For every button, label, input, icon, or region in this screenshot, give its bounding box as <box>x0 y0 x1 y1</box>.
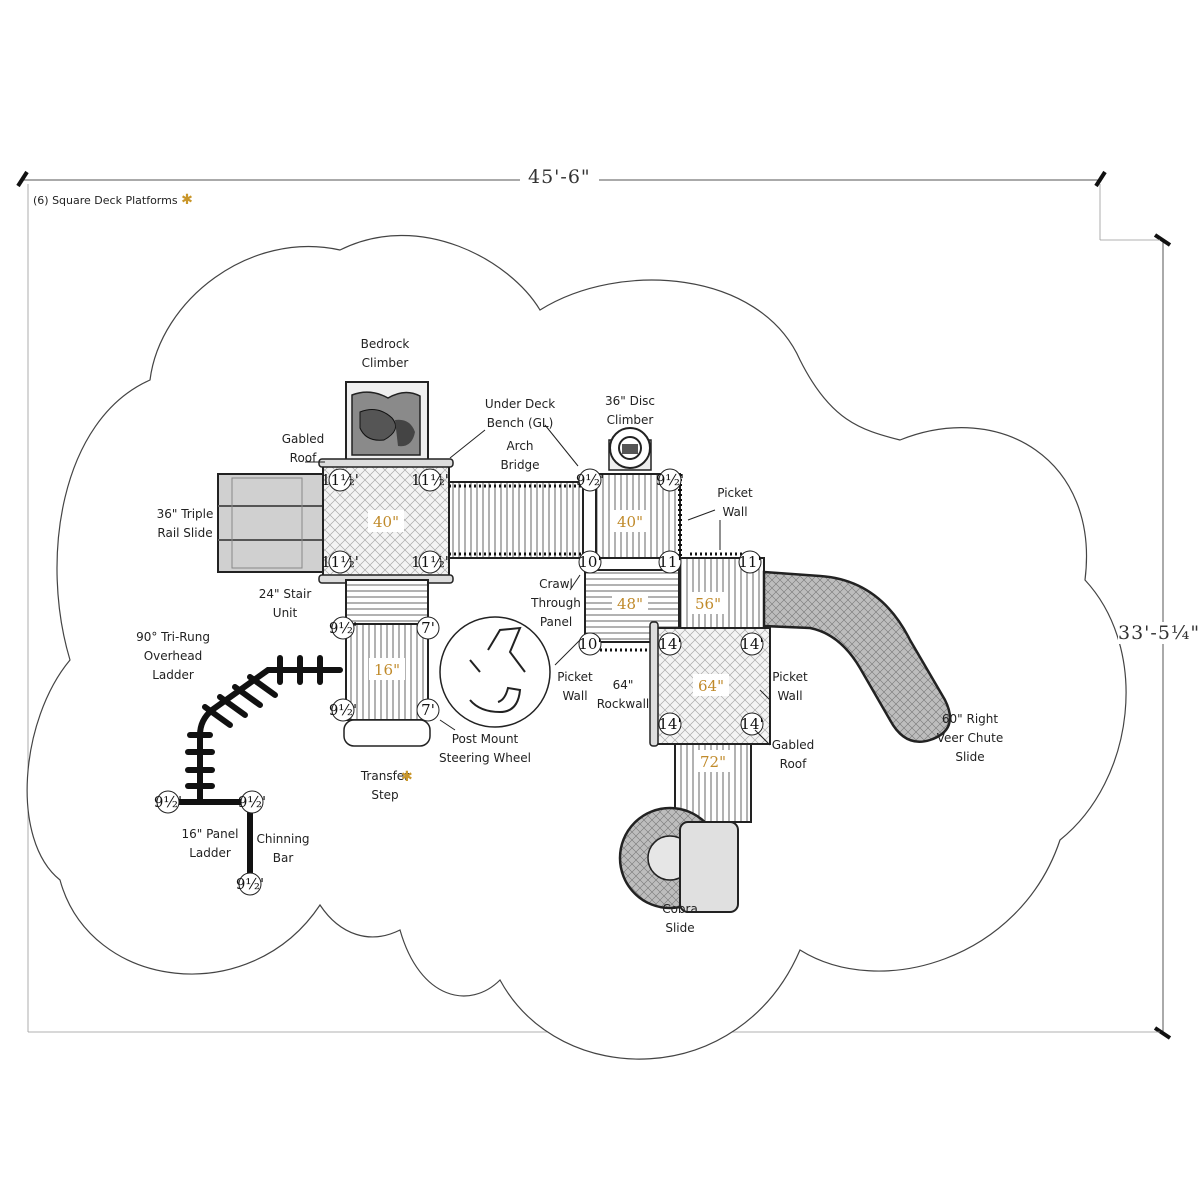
svg-text:10': 10' <box>578 635 601 653</box>
post-marker: 10' <box>578 632 602 656</box>
label-picket-wall-top: Picket Wall <box>717 486 753 519</box>
platform-label-64: 64" <box>698 677 724 695</box>
triple-rail-slide <box>217 473 325 573</box>
platform-label-48: 48" <box>617 595 643 613</box>
label-crawl-through-panel: Crawl Through Panel <box>531 577 581 629</box>
label-picket-wall-right: Picket Wall <box>772 670 808 703</box>
svg-text:9½': 9½' <box>656 471 684 489</box>
label-cobra-slide: Cobra Slide <box>662 902 698 935</box>
label-rockwall: 64" Rockwall <box>596 678 650 711</box>
bedrock-climber <box>345 381 429 463</box>
label-under-deck-bench: Under Deck Bench (GL) <box>484 397 556 430</box>
post-marker: 9½' <box>329 698 357 722</box>
post-marker: 9½' <box>154 790 182 814</box>
label-panel-ladder: 16" Panel Ladder <box>181 827 239 860</box>
star-icon: ✱ <box>401 769 413 785</box>
tri-rung-overhead-ladder <box>185 655 343 803</box>
post-marker: 9½' <box>236 872 264 896</box>
star-icon: ✱ <box>181 192 193 208</box>
platform-label-72: 72" <box>700 753 726 771</box>
veer-chute-slide <box>762 570 952 743</box>
svg-text:7': 7' <box>421 619 435 637</box>
svg-text:10': 10' <box>578 553 601 571</box>
post-marker: 7' <box>416 698 440 722</box>
svg-text:11½': 11½' <box>321 553 359 571</box>
post-marker: 14' <box>740 632 764 656</box>
svg-text:11½': 11½' <box>411 471 449 489</box>
post-marker: 11½' <box>411 550 449 574</box>
svg-text:14': 14' <box>740 715 763 733</box>
safety-zone-outline <box>26 234 1127 1060</box>
post-marker: 7' <box>416 616 440 640</box>
height-dimension: 33'-5¼" <box>1118 622 1200 644</box>
wheelchair-icon <box>439 616 551 728</box>
label-arch-bridge: Arch Bridge <box>500 439 540 472</box>
post-marker: 14' <box>740 712 764 736</box>
svg-text:9½': 9½' <box>576 471 604 489</box>
label-gabled-roof-left: Gabled Roof <box>281 432 325 465</box>
post-marker: 9½' <box>656 468 684 492</box>
label-overhead-ladder: 90° Tri-Rung Overhead Ladder <box>136 630 210 682</box>
svg-text:11½': 11½' <box>321 471 359 489</box>
cobra-slide <box>618 806 739 913</box>
post-marker: 9½' <box>329 616 357 640</box>
svg-text:11½': 11½' <box>411 553 449 571</box>
disc-climber <box>608 427 652 471</box>
label-gabled-roof-right: Gabled Roof <box>771 738 815 771</box>
label-steering-wheel: Post Mount Steering Wheel <box>439 732 531 765</box>
svg-text:14': 14' <box>658 715 681 733</box>
platform-label-40-right: 40" <box>617 513 643 531</box>
svg-text:7': 7' <box>421 701 435 719</box>
post-marker: 11' <box>658 550 682 574</box>
post-marker: 14' <box>658 632 682 656</box>
platform-16 <box>343 623 431 747</box>
post-marker: 10' <box>578 550 602 574</box>
svg-text:9½': 9½' <box>236 875 264 893</box>
post-marker: 14' <box>658 712 682 736</box>
post-marker: 11½' <box>321 468 359 492</box>
label-chinning-bar: Chinning Bar <box>256 832 310 865</box>
platform-label-16: 16" <box>374 661 400 679</box>
transfer-step-text: Transfer Step <box>360 769 410 802</box>
svg-text:14': 14' <box>658 635 681 653</box>
arch-bridge <box>448 481 584 559</box>
label-bedrock-climber: Bedrock Climber <box>360 337 410 370</box>
label-stair-unit: 24" Stair Unit <box>258 587 312 620</box>
platform-note-text: (6) Square Deck Platforms <box>33 194 178 207</box>
leader-lines <box>305 424 771 746</box>
width-dimension: 45'-6" <box>520 166 599 188</box>
post-marker: 11½' <box>321 550 359 574</box>
svg-text:11': 11' <box>658 553 681 571</box>
label-triple-rail-slide: 36" Triple Rail Slide <box>156 507 214 540</box>
post-marker: 11½' <box>411 468 449 492</box>
label-transfer-step: Transfer Step✱ <box>345 748 425 805</box>
post-marker: 9½' <box>576 468 604 492</box>
stair-unit <box>345 579 429 625</box>
post-marker: 9½' <box>238 790 266 814</box>
posts: 11½' 11½' 11½' 11½' 9½' 9½' 10' 10' 11' … <box>154 468 764 896</box>
post-marker: 11' <box>738 550 762 574</box>
svg-text:9½': 9½' <box>238 793 266 811</box>
platform-label-40-left: 40" <box>373 513 399 531</box>
platform-height-labels: 40" 40" 16" 48" 56" 64" 72" <box>368 510 731 772</box>
svg-text:9½': 9½' <box>329 701 357 719</box>
svg-text:9½': 9½' <box>154 793 182 811</box>
label-disc-climber: 36" Disc Climber <box>604 394 656 427</box>
label-veer-chute-slide: 60" Right Veer Chute Slide <box>936 712 1004 764</box>
label-picket-wall-left: Picket Wall <box>557 670 593 703</box>
svg-text:14': 14' <box>740 635 763 653</box>
platform-label-56: 56" <box>695 595 721 613</box>
svg-text:11': 11' <box>738 553 761 571</box>
svg-text:9½': 9½' <box>329 619 357 637</box>
platform-note: (6) Square Deck Platforms ✱ <box>33 192 193 208</box>
